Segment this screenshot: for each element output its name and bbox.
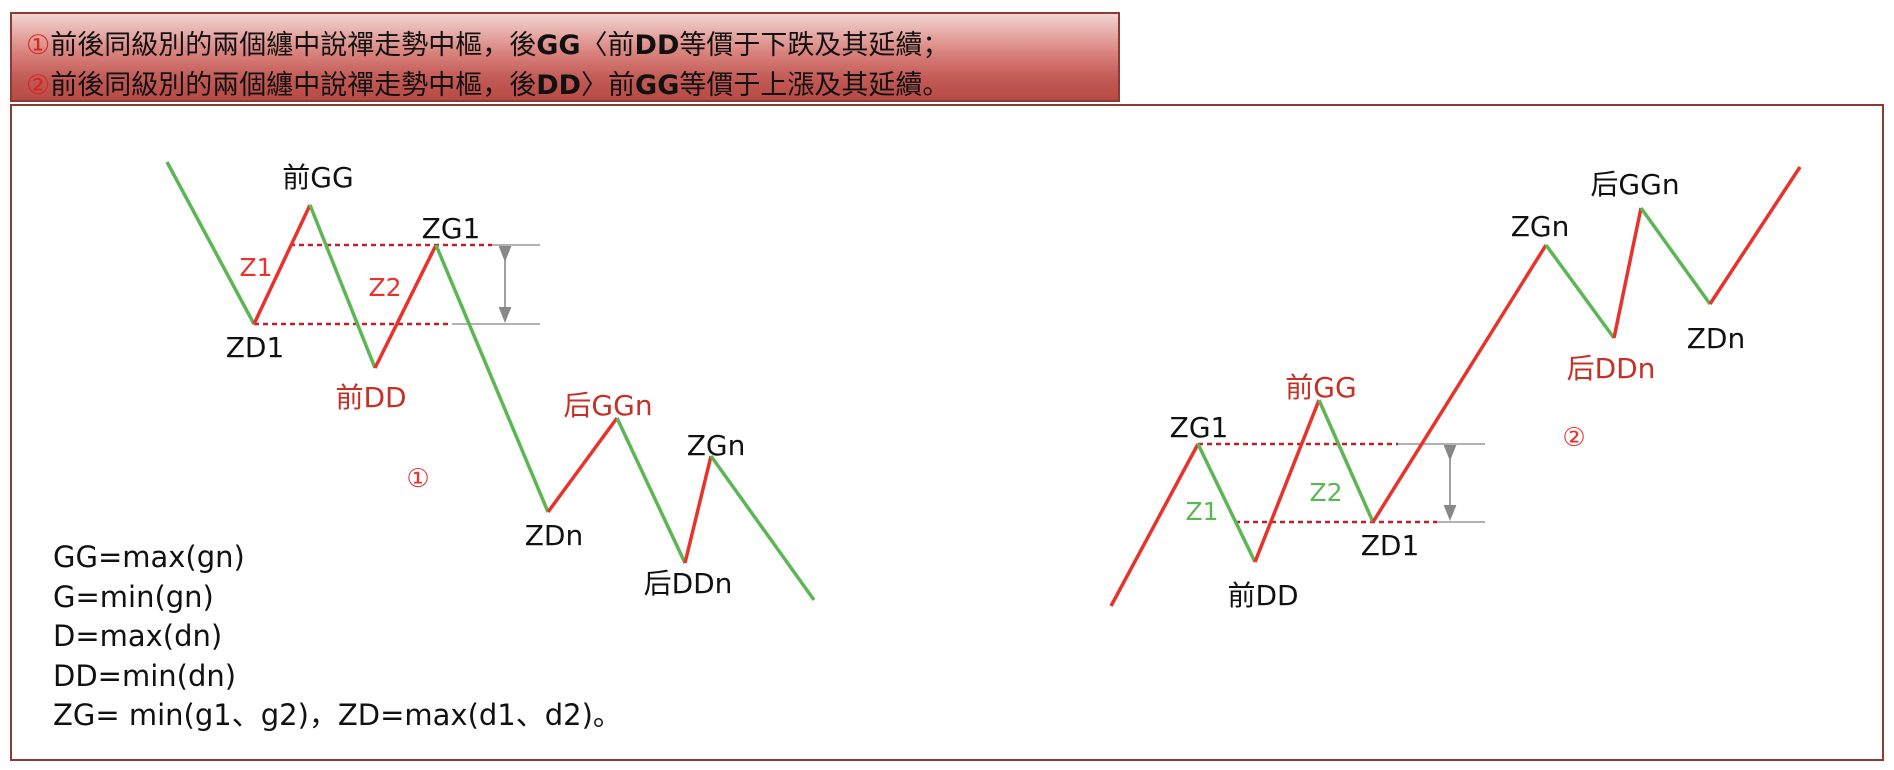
formula-dd: DD=min(dn) [53, 658, 237, 693]
diagram-1: 前GG Z1 Z2 ZG1 ZD1 前DD 后GGn ZGn ZDn 后DDn … [165, 161, 816, 602]
up-segment [252, 204, 312, 325]
label-qian-gg: 前GG [1285, 371, 1356, 404]
banner-bold-term: GG [536, 30, 581, 61]
circled-number-2: ② [26, 70, 51, 101]
down-segment [1639, 206, 1712, 306]
marker-circled-2: ② [1562, 423, 1585, 453]
banner-line-2: ②前後同級別的兩個纏中說禪走勢中樞，後DD〉前GG等價于上漲及其延續。 [26, 63, 949, 102]
marker-circled-1: ① [406, 464, 429, 494]
up-segment [1371, 244, 1548, 523]
label-hou-ggn: 后GGn [1590, 168, 1679, 201]
label-qian-dd: 前DD [1227, 579, 1298, 612]
up-segment [1109, 443, 1200, 607]
circled-number-1: ① [26, 30, 51, 61]
down-segment [1317, 399, 1375, 523]
up-segment [1612, 207, 1643, 339]
label-zdn: ZDn [1687, 322, 1746, 355]
label-hou-ddn: 后DDn [644, 567, 733, 600]
banner-bold-term: DD [634, 30, 680, 61]
label-z1: Z1 [239, 253, 272, 282]
banner-text: 等價于下跌及其延續； [679, 30, 950, 61]
banner-text: 〉前 [581, 70, 636, 101]
up-segment [373, 244, 438, 369]
label-z2: Z2 [1309, 478, 1342, 507]
label-qian-dd: 前DD [335, 381, 406, 414]
label-zg1: ZG1 [422, 212, 481, 245]
banner-bold-term: DD [536, 70, 582, 101]
banner-text: 〈前 [580, 30, 635, 61]
diagram-2: ZG1 Z1 前GG Z2 前DD ZD1 ZGn 后GGn 后DDn ZDn … [1109, 166, 1802, 612]
up-segment [546, 416, 619, 514]
banner-text: 等價于上漲及其延續。 [679, 70, 950, 101]
label-zd1: ZD1 [1361, 529, 1420, 562]
banner-text: 前後同級別的兩個纏中說禪走勢中樞，後 [50, 70, 537, 101]
formula-gg: GG=max(gn) [53, 540, 245, 574]
down-segment [165, 161, 256, 325]
up-segment [683, 455, 713, 564]
banner-line-1: ①前後同級別的兩個纏中說禪走勢中樞，後GG〈前DD等價于下跌及其延續； [26, 23, 949, 62]
label-hou-ddn: 后DDn [1567, 352, 1656, 385]
banner-bold-term: GG [635, 70, 680, 101]
formula-list: GG=max(gn) G=min(gn) D=max(dn) DD=min(dn… [53, 538, 622, 736]
down-segment [434, 244, 550, 513]
label-zdn: ZDn [525, 519, 584, 552]
down-segment [1196, 443, 1257, 563]
banner-text: 前後同級別的兩個纏中說禪走勢中樞，後 [50, 30, 537, 61]
title-banner: ①前後同級別的兩個纏中說禪走勢中樞，後GG〈前DD等價于下跌及其延續； ②前後同… [10, 12, 1120, 102]
label-hou-ggn: 后GGn [563, 389, 652, 422]
label-zd1: ZD1 [226, 331, 285, 364]
formula-d: D=max(dn) [53, 619, 223, 653]
up-segment [1708, 166, 1802, 305]
formula-zg-zd: ZG= min(g1、g2)，ZD=max(d1、d2)。 [53, 698, 622, 732]
label-z2: Z2 [368, 273, 401, 302]
down-segment [308, 204, 377, 369]
diagram-panel [10, 104, 1884, 761]
label-zgn: ZGn [1511, 210, 1570, 243]
label-qian-gg: 前GG [282, 161, 353, 194]
down-segment [1544, 243, 1616, 340]
label-z1: Z1 [1185, 497, 1218, 526]
formula-g: G=min(gn) [53, 579, 214, 614]
up-segment [1253, 399, 1321, 563]
label-zg1: ZG1 [1170, 411, 1229, 444]
label-zgn: ZGn [687, 429, 746, 462]
down-segment [615, 417, 687, 564]
down-segment [709, 454, 816, 602]
